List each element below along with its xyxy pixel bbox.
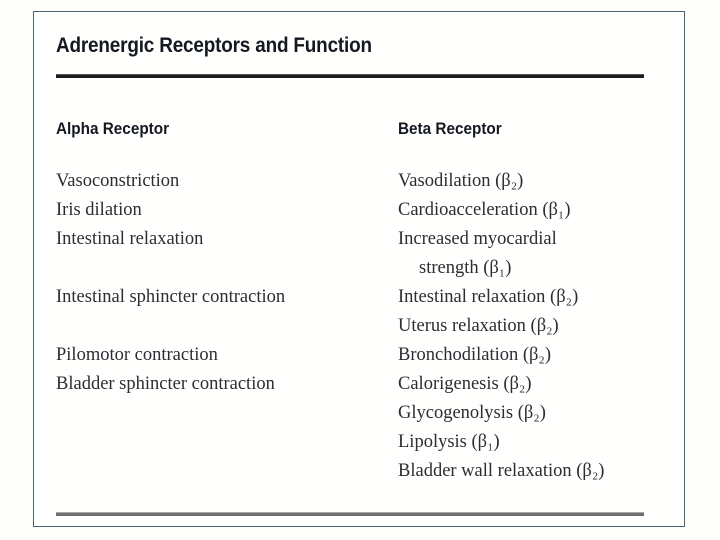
beta-receptor-item: Bladder wall relaxation (β₂): [398, 461, 605, 481]
alpha-receptor-item: Intestinal relaxation: [56, 229, 204, 249]
slide-frame: Adrenergic Receptors and Function Alpha …: [33, 11, 685, 527]
title-divider-rule: [56, 74, 644, 78]
beta-receptor-item: Lipolysis (β₁): [398, 432, 500, 452]
alpha-receptor-item: Pilomotor contraction: [56, 345, 218, 365]
beta-receptor-item: Vasodilation (β₂): [398, 171, 524, 191]
column-header-alpha: Alpha Receptor: [56, 119, 170, 138]
alpha-receptor-item: Vasoconstriction: [56, 171, 180, 191]
beta-receptor-item: Bronchodilation (β₂): [398, 345, 552, 365]
beta-receptor-item: Increased myocardial: [398, 229, 557, 249]
alpha-receptor-item: Iris dilation: [56, 200, 142, 220]
page-title: Adrenergic Receptors and Function: [56, 33, 372, 57]
beta-receptor-item: Intestinal relaxation (β₂): [398, 287, 579, 307]
alpha-receptor-item: Bladder sphincter contraction: [56, 374, 275, 394]
column-header-beta: Beta Receptor: [398, 119, 502, 138]
beta-receptor-item: Uterus relaxation (β₂): [398, 316, 559, 336]
beta-receptor-list: Vasodilation (β₂) Cardioacceleration (β₁)…: [398, 167, 678, 486]
alpha-receptor-item: Intestinal sphincter contraction: [56, 287, 286, 307]
beta-receptor-item: Calorigenesis (β₂): [398, 374, 532, 394]
beta-receptor-item: Glycogenolysis (β₂): [398, 403, 546, 423]
footer-divider-rule: [56, 512, 644, 516]
beta-receptor-item: strength (β₁): [419, 258, 512, 278]
beta-receptor-item: Cardioacceleration (β₁): [398, 200, 571, 220]
